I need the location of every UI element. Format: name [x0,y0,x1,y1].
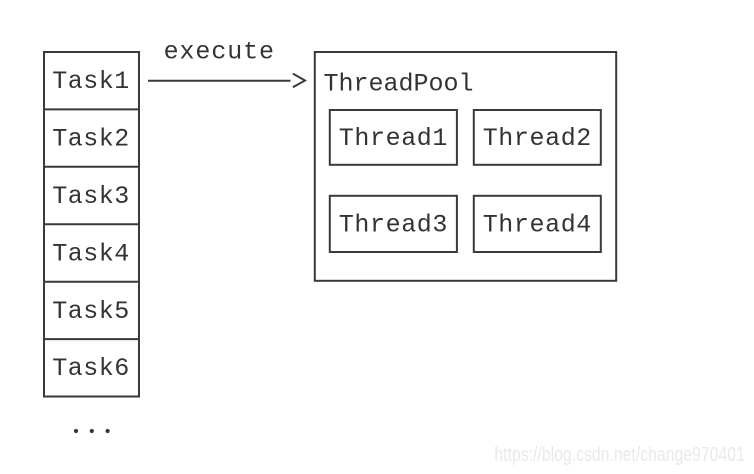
svg-text:Thread3: Thread3 [339,210,448,239]
svg-text:Thread1: Thread1 [339,124,448,153]
svg-text:https://blog.csdn.net/change97: https://blog.csdn.net/change970401 [494,444,744,466]
svg-text:ThreadPool: ThreadPool [324,69,474,98]
svg-text:Thread2: Thread2 [483,124,592,153]
svg-text:Task6: Task6 [52,354,130,383]
svg-text:Task5: Task5 [52,297,130,326]
svg-text:Task3: Task3 [52,182,130,211]
svg-text:Task4: Task4 [52,239,130,268]
svg-text:execute: execute [164,38,275,67]
svg-text:Thread4: Thread4 [483,210,592,239]
svg-text:Task2: Task2 [52,125,130,154]
svg-text:Task1: Task1 [52,67,130,96]
